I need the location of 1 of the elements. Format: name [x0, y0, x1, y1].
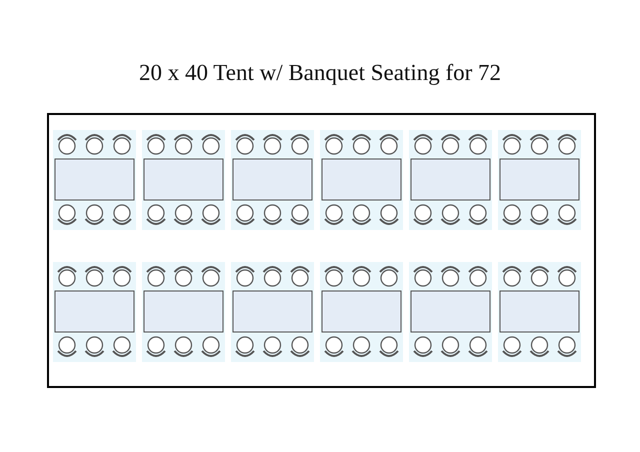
title: 20 x 40 Tent w/ Banquet Seating for 72	[138, 60, 502, 86]
